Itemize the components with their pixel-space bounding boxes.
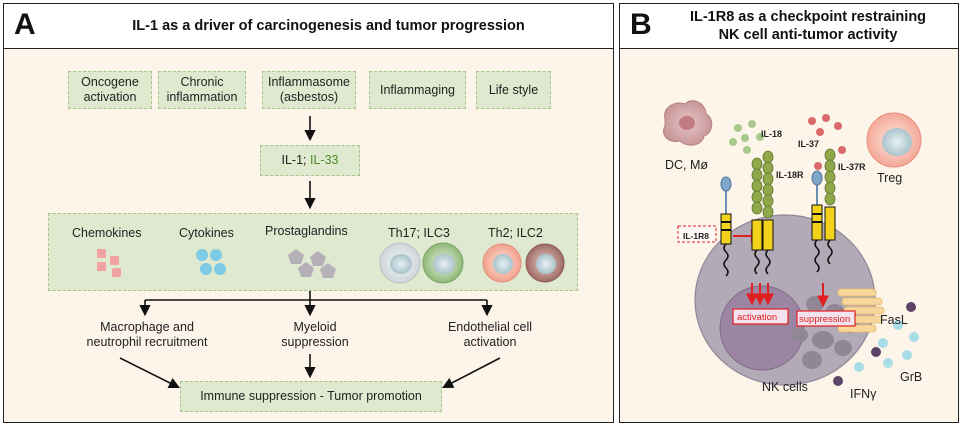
fasl-label: FasL xyxy=(880,313,908,327)
il18-label: IL-18 xyxy=(761,129,783,139)
trigger-inflammasome: Inflammasome(asbestos) xyxy=(262,71,356,109)
arrow-macrophage-to-final xyxy=(119,357,181,389)
th17-cell-icon xyxy=(379,242,421,284)
fasl-molecules xyxy=(906,302,916,312)
il1r8-label: IL-1R8 xyxy=(683,231,709,241)
grb-label: GrB xyxy=(900,370,923,384)
chemokine-icon xyxy=(97,249,121,277)
panel-a-letter: A xyxy=(14,8,36,41)
immune-suppression-box: Immune suppression - Tumor promotion xyxy=(180,381,442,412)
activation-label: activation xyxy=(737,312,778,323)
th2-cell-icon xyxy=(482,243,522,283)
cytokine-icon xyxy=(196,249,226,275)
trigger-inflammaging: Inflammaging xyxy=(369,71,466,109)
il37r-receptor xyxy=(811,148,836,273)
il1-il33-box: IL-1; IL-33 xyxy=(260,145,360,176)
suppression-label: suppression xyxy=(799,314,851,325)
il18-ligands xyxy=(729,120,764,154)
mediator-cytokines-label: Cytokines xyxy=(179,226,234,240)
ilc3-cell-icon xyxy=(422,242,464,284)
nk-cell-nucleus xyxy=(719,285,805,371)
mediator-th17-ilc3-label: Th17; ILC3 xyxy=(388,226,450,240)
il18r-label: IL-18R xyxy=(776,170,804,180)
il1r8-receptor xyxy=(720,176,732,277)
ifng-molecules xyxy=(833,347,881,386)
grb-molecules xyxy=(854,320,919,372)
mediator-th2-ilc2-label: Th2; ILC2 xyxy=(488,226,543,240)
il37-label: IL-37 xyxy=(798,139,820,149)
suppression-box xyxy=(796,310,856,327)
il1r8-label-box xyxy=(677,225,717,243)
il18r-receptor xyxy=(751,150,774,275)
panel-a-header: A IL-1 as a driver of carcinogenesis and… xyxy=(4,4,613,49)
mediator-prostaglandins-label: Prostaglandins xyxy=(265,224,348,238)
dc-macrophage-label: DC, Mø xyxy=(665,158,709,172)
treg-cell-icon xyxy=(866,112,922,168)
panel-b-letter: B xyxy=(630,8,652,41)
activation-arrows xyxy=(746,283,774,306)
activation-box xyxy=(732,308,789,325)
dc-macrophage-cell-icon xyxy=(663,100,713,146)
ifng-label: IFNγ xyxy=(850,387,877,401)
nk-cells-label: NK cells xyxy=(762,380,808,394)
treg-label: Treg xyxy=(877,171,903,185)
prostaglandin-icon xyxy=(288,249,336,278)
trigger-life-style: Life style xyxy=(476,71,551,109)
panel-a-title: IL-1 as a driver of carcinogenesis and t… xyxy=(132,18,525,34)
ilc2-cell-icon xyxy=(525,243,565,283)
il37r-label: IL-37R xyxy=(838,162,866,172)
arrow-endothelial-to-final xyxy=(442,357,501,389)
mediator-chemokines-label: Chemokines xyxy=(72,226,142,240)
